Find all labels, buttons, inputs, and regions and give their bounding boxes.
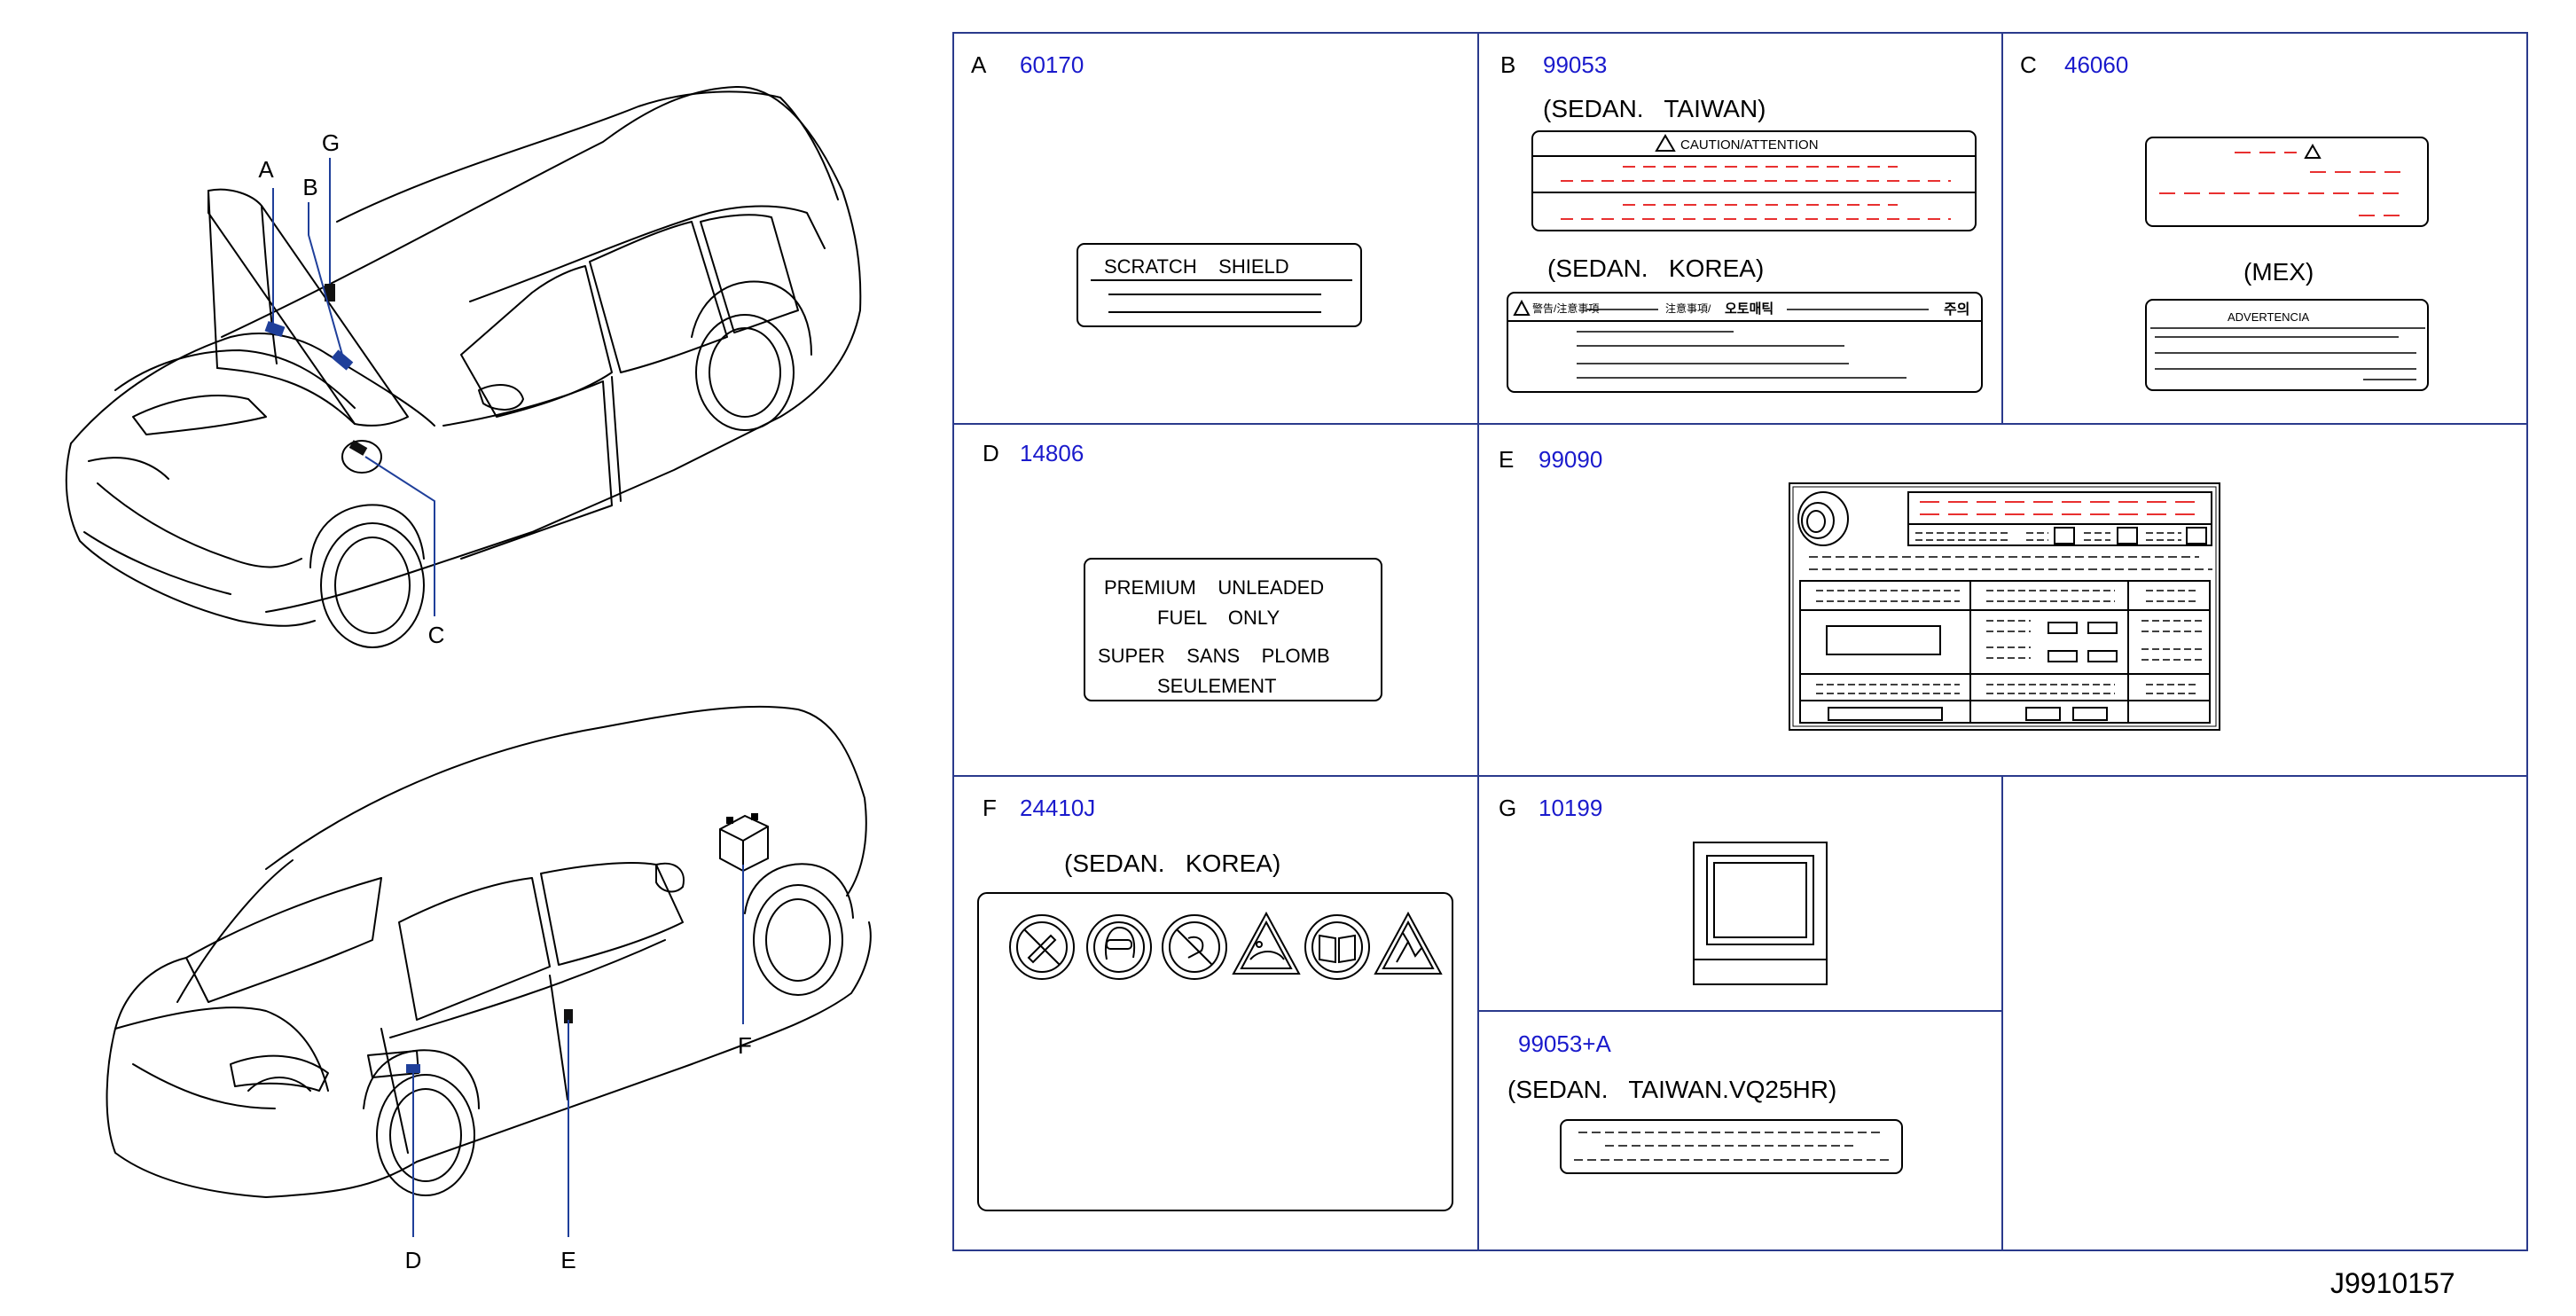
cell-f-part-number: 24410J: [1020, 795, 1095, 821]
fuel-label: [1084, 558, 1382, 701]
cell-f: F 24410J (SEDAN. KOREA): [977, 795, 1453, 1211]
fuel-line2: FUEL ONLY: [1157, 607, 1280, 629]
callout-g: G: [322, 129, 340, 156]
cell-d: D 14806 PREMIUM UNLEADED FUEL ONLY SUPER…: [983, 440, 1382, 701]
warning-triangle-icon: [1655, 134, 1676, 152]
cell-b-part-number: 99053: [1543, 51, 1607, 78]
cell-e-letter: E: [1499, 446, 1514, 473]
callout-f: F: [738, 1032, 752, 1059]
parts-table: [952, 32, 2528, 1251]
cell-g-part-number: 10199: [1539, 795, 1602, 821]
label-patches-front: [264, 284, 368, 456]
label-patches-rear: [406, 1009, 573, 1073]
cell-c-letter: C: [2020, 51, 2037, 78]
g2-label: [1560, 1119, 1903, 1174]
read-manual-icon: [1304, 914, 1370, 980]
g-label: [1693, 842, 1828, 985]
cell-g2-part-number: 99053+A: [1518, 1030, 1611, 1057]
tire-icon: [1797, 491, 1849, 546]
cell-g-letter: G: [1499, 795, 1516, 821]
battery-icon: [719, 813, 769, 873]
no-smoking-icon: [1009, 914, 1075, 980]
corrosive-icon: [1232, 911, 1301, 975]
korea-label-bold: 오토매틱: [1725, 301, 1773, 317]
car-rear-view: [106, 705, 872, 1198]
c-warning-label: [2145, 137, 2429, 227]
car-front-view: [65, 85, 862, 648]
leader-lines-front: [272, 158, 435, 616]
caution-label: CAUTION/ATTENTION: [1531, 130, 1977, 231]
korea-label-right: 주의: [1944, 302, 1969, 317]
cell-a-part-number: 60170: [1020, 51, 1084, 78]
cell-f-letter: F: [983, 795, 997, 821]
cell-d-letter: D: [983, 440, 999, 466]
cell-b: B 99053 (SEDAN. TAIWAN) CAUTION/ATTENTIO…: [1500, 51, 1983, 393]
cell-a: A 60170 SCRATCH SHIELD: [971, 51, 1362, 327]
callout-a: A: [258, 156, 274, 183]
cell-d-part-number: 14806: [1020, 440, 1084, 466]
tire-placard-label: [1789, 482, 2220, 731]
cell-g2-variant: (SEDAN. TAIWAN.VQ25HR): [1507, 1076, 1836, 1103]
fuel-line3: SUPER SANS PLOMB: [1098, 645, 1330, 667]
korea-warning-triangle-icon: [1513, 299, 1531, 316]
cell-f-variant: (SEDAN. KOREA): [1064, 850, 1280, 877]
explosive-gas-icon: [1374, 911, 1443, 975]
caution-text: CAUTION/ATTENTION: [1680, 137, 1819, 153]
leader-lines-rear: [412, 865, 744, 1237]
advertencia-label: ADVERTENCIA: [2145, 299, 2429, 391]
keep-away-children-icon: [1162, 914, 1227, 980]
callout-c: C: [428, 622, 445, 648]
advertencia-text: ADVERTENCIA: [2228, 310, 2310, 324]
cell-c-part-number: 46060: [2064, 51, 2128, 78]
cell-g2: 99053+A (SEDAN. TAIWAN.VQ25HR): [1507, 1030, 1903, 1174]
diagram-id: J9910157: [2330, 1267, 2455, 1299]
callout-b: B: [302, 174, 317, 200]
callout-e: E: [560, 1247, 575, 1273]
battery-warning-pictograms: [1009, 911, 1443, 980]
cell-e-part-number: 99090: [1539, 446, 1602, 473]
scratch-shield-label: [1077, 243, 1362, 327]
cell-c-variant: (MEX): [2243, 258, 2314, 286]
fuel-line4: SEULEMENT: [1157, 675, 1276, 697]
battery-warning-label: [977, 892, 1453, 1211]
cell-a-letter: A: [971, 51, 987, 78]
fuel-line1: PREMIUM UNLEADED: [1104, 576, 1324, 599]
cell-b-letter: B: [1500, 51, 1515, 78]
cell-c: C 46060 (MEX) ADVERTENCIA: [2020, 51, 2429, 391]
callout-d: D: [405, 1247, 422, 1273]
cell-b-variant-korea: (SEDAN. KOREA): [1547, 255, 1764, 282]
cell-e: E 99090: [1499, 446, 2220, 731]
eye-protection-icon: [1086, 914, 1152, 980]
cell-g: G 10199: [1499, 795, 1828, 985]
cell-b-variant-taiwan: (SEDAN. TAIWAN): [1543, 95, 1766, 122]
korea-caution-label: 警告/注意事項 注意事項/ 오토매틱 주의: [1507, 292, 1983, 393]
c-warning-triangle-icon: [2304, 143, 2322, 159]
scratch-shield-text: SCRATCH SHIELD: [1104, 255, 1289, 278]
korea-label-left: 警告/注意事項: [1532, 302, 1599, 315]
korea-label-mid: 注意事項/: [1665, 302, 1711, 315]
